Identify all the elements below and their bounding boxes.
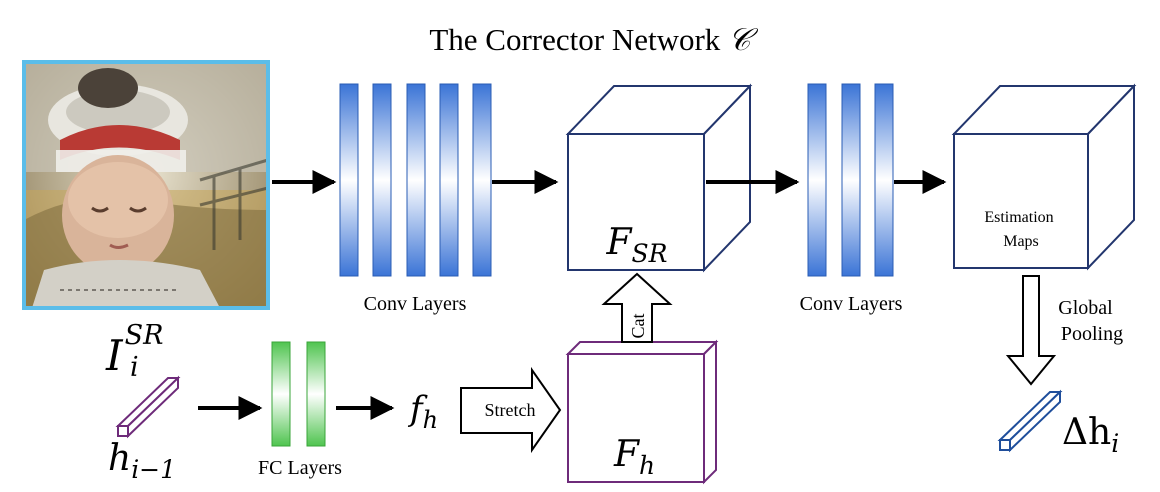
estimation-maps-cube [951,83,1137,271]
stretch-label: Stretch [485,400,536,420]
delta-h-label: Δhi [1062,412,1119,458]
conv-layers-2 [807,83,894,277]
cat-label: Cat [628,314,648,339]
fsr-cube [565,83,753,273]
fh-block-label: Fh [613,434,655,480]
fh-label: fh [407,389,438,434]
input-image [22,60,270,310]
fc-layers [271,341,326,447]
estimation-maps-label: Estimation Maps [984,209,1057,250]
fsr-label: FSR [606,222,668,268]
conv-layers-1-label: Conv Layers [364,293,467,315]
title: The Corrector Network 𝒞 [429,22,759,57]
fh-block [565,339,719,485]
global-pooling-label: Global Pooling [1058,297,1123,345]
fc-layers-label: FC Layers [258,457,342,479]
stretch-arrow [460,366,562,454]
conv-layers-1 [339,83,492,277]
conv-layers-2-label: Conv Layers [800,293,903,315]
cat-arrow [601,272,673,343]
h-prev-label: hi−1 [108,438,176,484]
global-pooling-arrow [1005,275,1057,386]
delta-h-vector [997,389,1063,453]
h-prev-vector [115,375,181,439]
